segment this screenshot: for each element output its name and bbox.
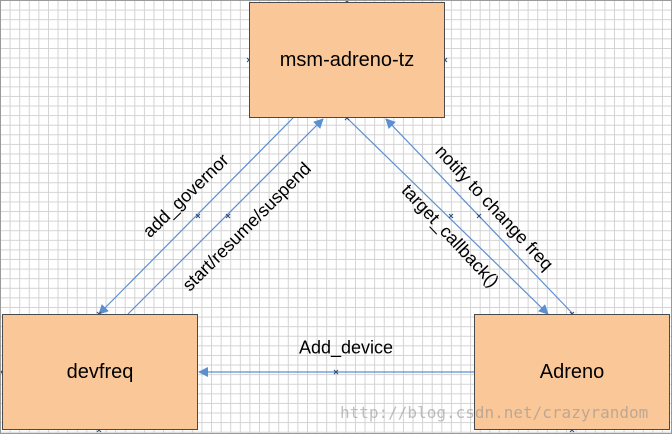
node-adreno[interactable]: Adreno [474, 314, 670, 430]
edge-target-callback [346, 117, 549, 315]
node-devfreq[interactable]: devfreq [2, 314, 198, 430]
node-label: msm-adreno-tz [279, 48, 415, 71]
watermark: http://blog.csdn.net/crazyrandom [340, 403, 649, 422]
edge-start-resume-suspend [127, 118, 324, 315]
node-label: devfreq [66, 360, 134, 383]
edge-add-governor [98, 117, 294, 315]
node-label: Adreno [539, 360, 605, 383]
node-msm-adreno-tz[interactable]: msm-adreno-tz [249, 2, 445, 118]
edge-label-add-device: Add_device [298, 337, 394, 358]
